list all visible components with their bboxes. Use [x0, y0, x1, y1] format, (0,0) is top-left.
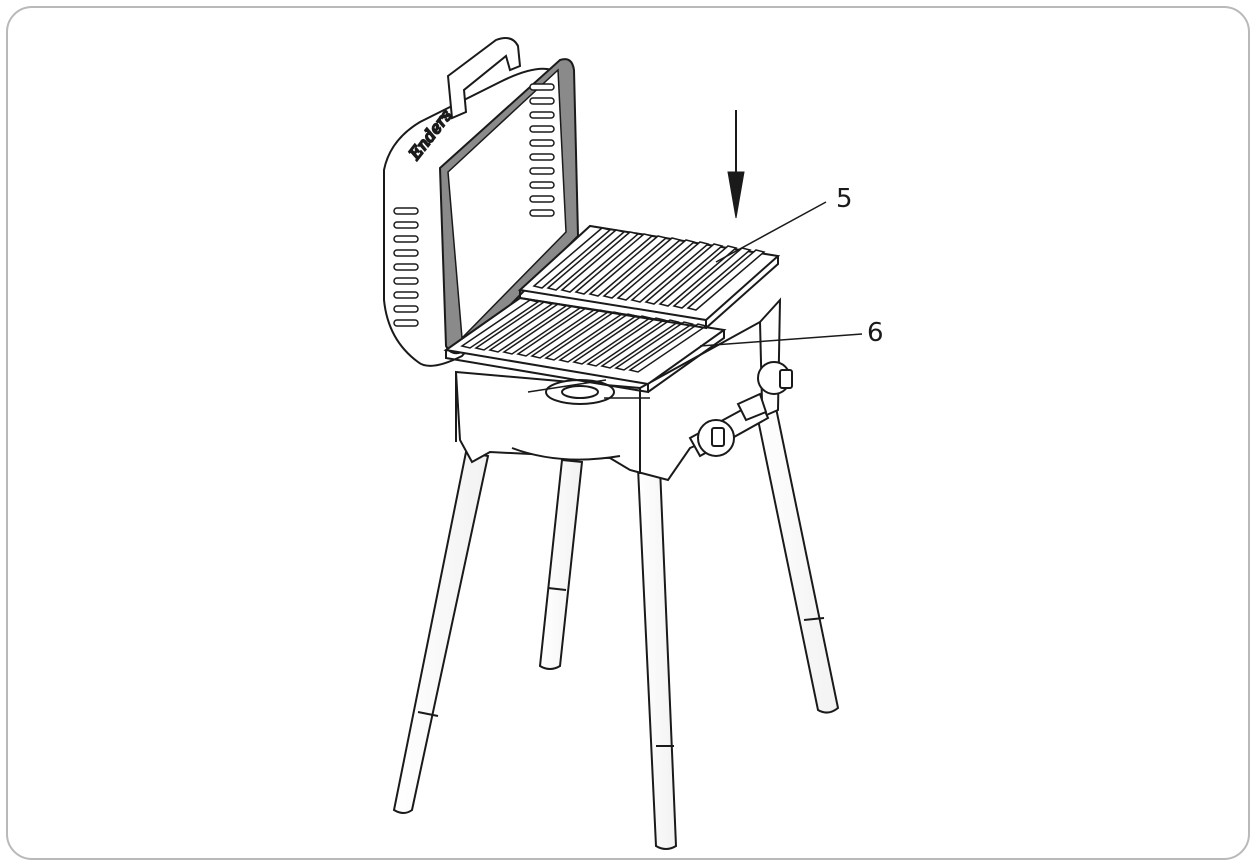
vent-slots-right [529, 83, 555, 217]
leader-6 [699, 333, 863, 347]
leg-front-left [392, 450, 490, 814]
lid-handle [446, 37, 522, 120]
grate-5 [517, 224, 781, 330]
leader-lines [699, 201, 863, 347]
leader-5 [715, 201, 827, 263]
callout-5: 5 [836, 184, 853, 214]
grate-6 [443, 296, 727, 394]
leg-back-right [754, 406, 840, 714]
leg-back-left [538, 458, 584, 670]
leg-front-right [636, 467, 678, 850]
legs [392, 406, 840, 850]
control-knobs [688, 361, 793, 458]
vent-slots-left [393, 207, 419, 327]
callout-6: 6 [867, 318, 884, 348]
down-arrow-icon [727, 110, 745, 219]
